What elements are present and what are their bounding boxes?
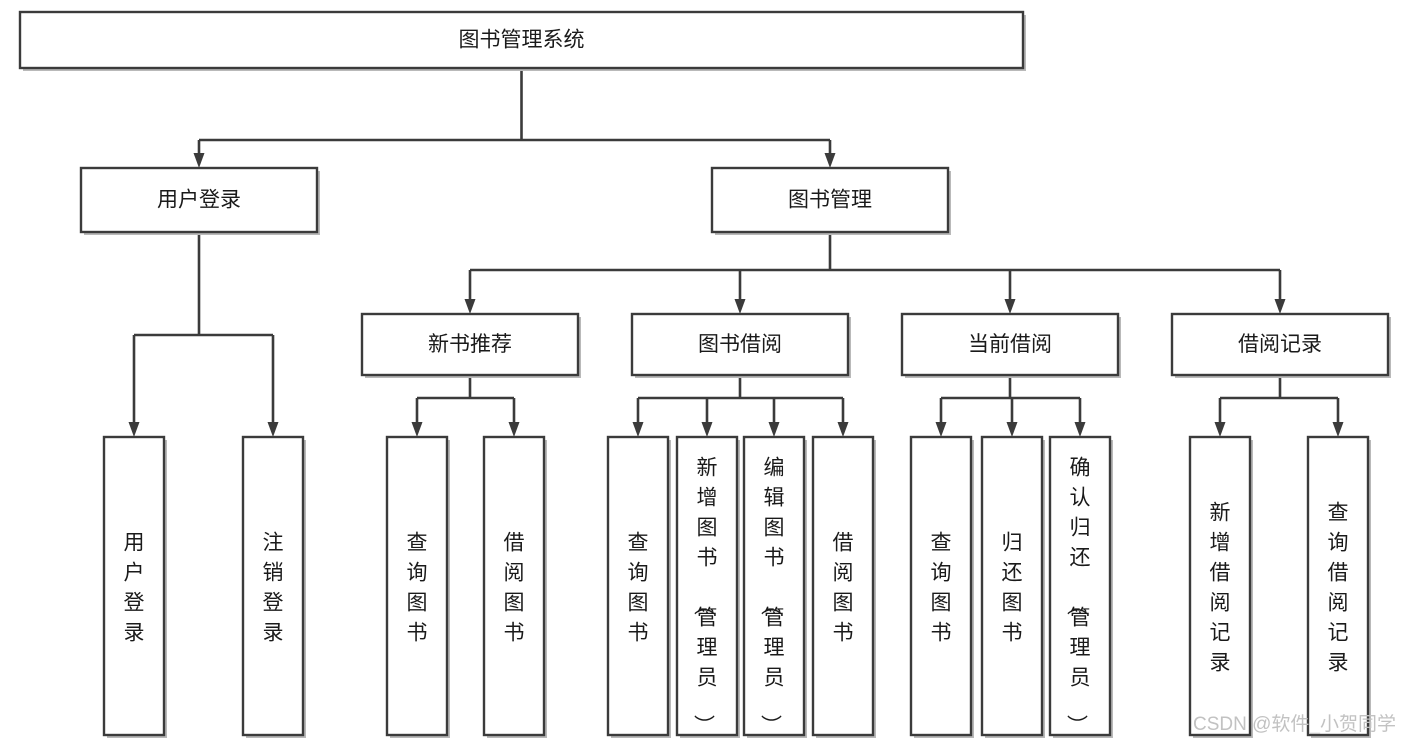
node-label: 新书推荐 [428, 333, 512, 356]
node-layer: 图书管理系统用户登录图书管理新书推荐图书借阅当前借阅借阅记录用户登录注销登录查询… [18, 10, 1391, 738]
node-label: 查询借阅记录 [1328, 501, 1349, 674]
node-box [1048, 435, 1112, 737]
node-box [909, 435, 973, 737]
arrow-head-icon [1006, 422, 1018, 437]
node-label: 新增图书（管理员） [692, 456, 718, 735]
node-bookmgmt[interactable]: 图书管理 [710, 166, 951, 235]
node-box [606, 435, 670, 737]
arrow-head-icon [824, 153, 836, 168]
arrow-head-icon [267, 422, 279, 437]
arrow-head-icon [1214, 422, 1226, 437]
node-label: 查询图书 [407, 531, 428, 644]
connector-group-bookmgmt [464, 232, 1286, 314]
node-current[interactable]: 当前借阅 [900, 312, 1121, 378]
node-label: 图书借阅 [698, 333, 782, 356]
node-leaf-borrow-book-1[interactable]: 借阅图书 [482, 435, 547, 738]
node-box [710, 166, 950, 234]
node-label: 新增借阅记录 [1210, 501, 1231, 674]
connector-layer [128, 68, 1344, 437]
connector-group-root [193, 68, 836, 168]
node-login[interactable]: 用户登录 [79, 166, 320, 235]
node-label: 确认归还（管理员） [1065, 456, 1091, 735]
node-label: 注销登录 [263, 531, 284, 644]
node-label: 查询图书 [628, 531, 649, 644]
node-leaf-query-book-2[interactable]: 查询图书 [606, 435, 671, 738]
arrow-head-icon [508, 422, 520, 437]
node-leaf-confirm-return[interactable]: 确认归还（管理员） [1048, 435, 1113, 738]
csdn-watermark: CSDN @软件_小贺同学 [1193, 713, 1396, 735]
node-box [630, 312, 850, 377]
arrow-head-icon [632, 422, 644, 437]
connector-group-current [935, 375, 1086, 437]
node-leaf-user-logout[interactable]: 注销登录 [241, 435, 306, 738]
node-label: 归还图书 [1002, 531, 1023, 644]
node-leaf-query-book-1[interactable]: 查询图书 [385, 435, 450, 738]
node-leaf-borrow-book-2[interactable]: 借阅图书 [811, 435, 876, 738]
node-box [241, 435, 305, 737]
node-box [900, 312, 1120, 377]
node-box [742, 435, 806, 737]
node-label: 图书管理 [788, 189, 872, 212]
node-label: 查询图书 [931, 531, 952, 644]
arrow-head-icon [701, 422, 713, 437]
node-root[interactable]: 图书管理系统 [18, 10, 1026, 71]
arrow-head-icon [1004, 299, 1016, 314]
node-leaf-return-book[interactable]: 归还图书 [980, 435, 1045, 738]
node-leaf-query-book-3[interactable]: 查询图书 [909, 435, 974, 738]
arrow-head-icon [734, 299, 746, 314]
node-leaf-edit-book[interactable]: 编辑图书（管理员） [742, 435, 807, 738]
node-borrow[interactable]: 图书借阅 [630, 312, 851, 378]
node-leaf-add-book[interactable]: 新增图书（管理员） [675, 435, 740, 738]
arrow-head-icon [1274, 299, 1286, 314]
arrow-head-icon [1332, 422, 1344, 437]
arrow-head-icon [837, 422, 849, 437]
connector-group-newbook [411, 375, 520, 437]
node-label: 编辑图书（管理员） [759, 456, 785, 735]
node-box [1170, 312, 1390, 377]
node-label: 当前借阅 [968, 333, 1052, 356]
node-label: 借阅图书 [504, 531, 525, 644]
node-box [482, 435, 546, 737]
arrow-head-icon [193, 153, 205, 168]
node-label: 用户登录 [124, 531, 145, 644]
connector-group-login [128, 232, 279, 437]
node-label: 借阅图书 [833, 531, 854, 644]
arrow-head-icon [464, 299, 476, 314]
node-leaf-user-login[interactable]: 用户登录 [102, 435, 167, 738]
node-record[interactable]: 借阅记录 [1170, 312, 1391, 378]
node-box [102, 435, 166, 737]
node-box [1188, 435, 1252, 737]
node-box [1306, 435, 1370, 737]
node-label: 借阅记录 [1238, 333, 1322, 356]
arrow-head-icon [128, 422, 140, 437]
node-leaf-query-record[interactable]: 查询借阅记录 [1306, 435, 1371, 738]
node-newbook[interactable]: 新书推荐 [360, 312, 581, 378]
node-label: 用户登录 [157, 189, 241, 212]
connector-group-record [1214, 375, 1344, 437]
node-box [675, 435, 739, 737]
node-box [360, 312, 580, 377]
node-box [18, 10, 1025, 70]
arrow-head-icon [411, 422, 423, 437]
node-box [811, 435, 875, 737]
connector-group-borrow [632, 375, 849, 437]
node-box [385, 435, 449, 737]
arrow-head-icon [1074, 422, 1086, 437]
node-label: 图书管理系统 [459, 29, 585, 52]
arrow-head-icon [768, 422, 780, 437]
node-box [79, 166, 319, 234]
node-box [980, 435, 1044, 737]
node-leaf-add-record[interactable]: 新增借阅记录 [1188, 435, 1253, 738]
arrow-head-icon [935, 422, 947, 437]
